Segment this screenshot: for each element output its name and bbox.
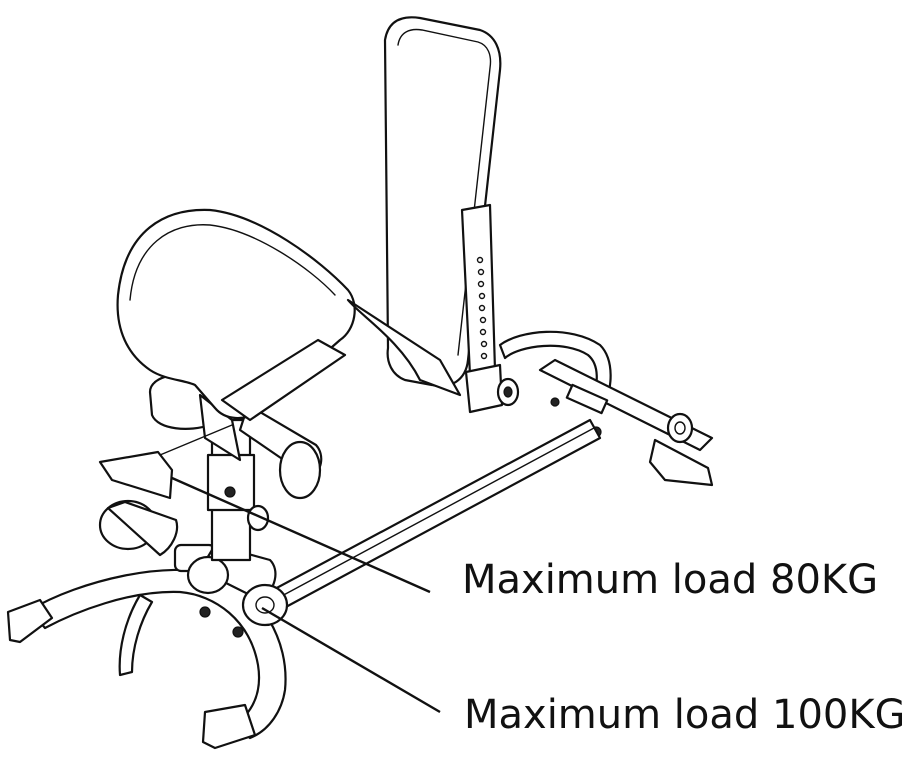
- leader-line-100kg: [261, 606, 441, 714]
- leader-line-80kg: [171, 476, 431, 594]
- seat-pad: [116, 208, 356, 422]
- adjustment-ladder: [460, 203, 520, 414]
- max-load-80kg-label: Maximum load 80KG: [462, 557, 879, 603]
- max-load-100kg-label: Maximum load 100KG: [464, 692, 902, 738]
- upper-rollers: [98, 373, 323, 500]
